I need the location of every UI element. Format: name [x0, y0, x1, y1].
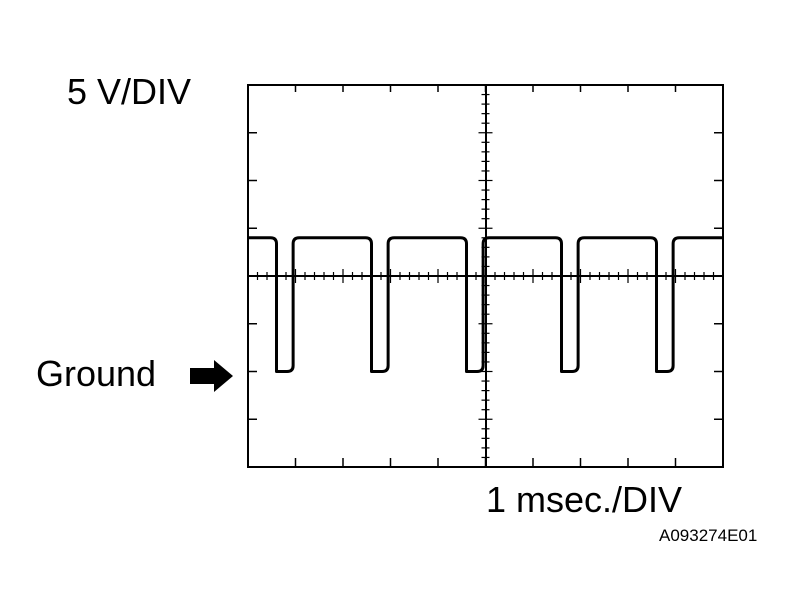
horizontal-scale-label: 1 msec./DIV — [486, 479, 683, 520]
ground-label: Ground — [36, 353, 157, 394]
figure-id: A093274E01 — [659, 526, 758, 545]
arrow-right-icon — [190, 360, 233, 392]
waveform-trace — [248, 236, 723, 373]
vertical-scale-label: 5 V/DIV — [67, 71, 192, 112]
